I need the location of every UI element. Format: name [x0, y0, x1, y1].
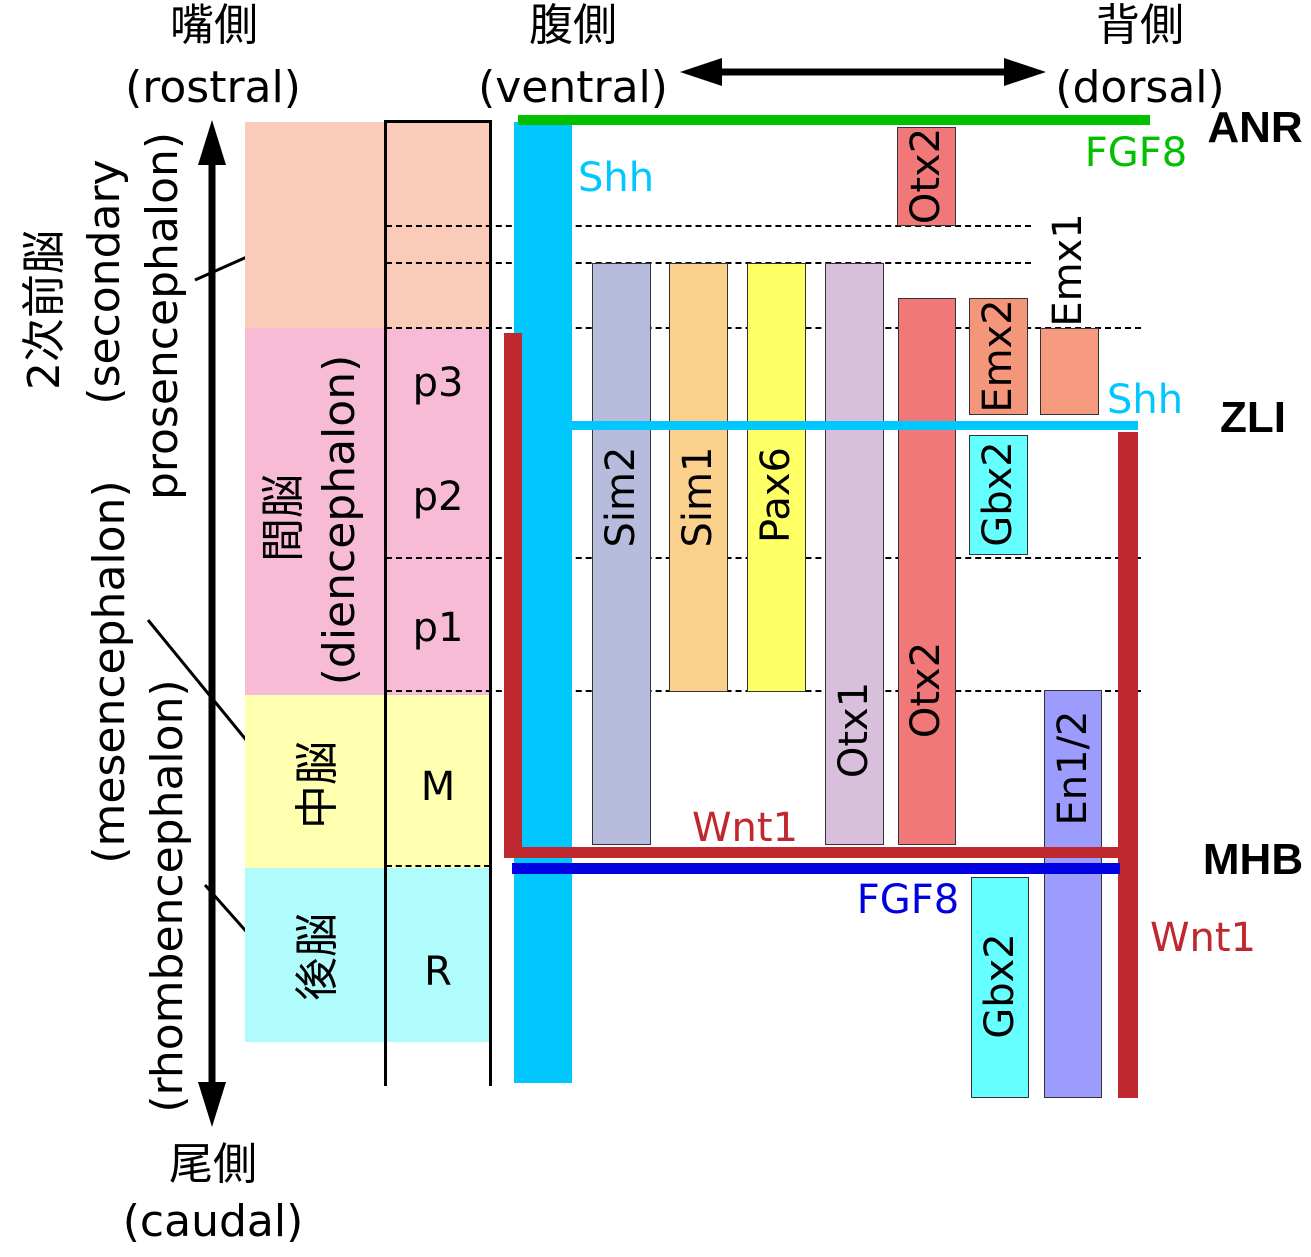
emx2-box — [969, 298, 1028, 415]
wnt1-mhb-line — [504, 847, 1120, 858]
sim1-box — [669, 263, 728, 692]
diencephalon-en-label: (diencephalon) — [314, 354, 365, 686]
emx1-box — [1040, 328, 1099, 415]
secondary-prosencephalon-jp: 2次前脳 — [19, 230, 70, 390]
diencephalon-jp-label: 間脳 — [258, 474, 309, 562]
shh-ventral-bar — [514, 122, 572, 1083]
diencephalon-region — [245, 328, 490, 695]
segment-m: M — [420, 764, 456, 810]
ventral-en-label: (ventral) — [478, 62, 668, 113]
prosencephalon-en-label: prosencephalon) — [137, 131, 188, 501]
rhombencephalon-label: (rhombencephalon) — [142, 679, 193, 1113]
pax6-box — [747, 263, 806, 692]
boundary-dotted-line — [386, 865, 490, 867]
segment-p1: p1 — [412, 605, 464, 651]
hindbrain-jp-label: 後脳 — [292, 913, 343, 1001]
midbrain-region — [245, 695, 490, 868]
otx1-box — [825, 263, 884, 845]
rostrocaudal-double-arrow-icon — [198, 120, 226, 1127]
segment-column-top-border — [384, 120, 492, 123]
emx1-label: Emx1 — [1045, 213, 1091, 327]
pointer-line-mesencephalon — [146, 619, 258, 753]
shh-zli-line — [572, 421, 1138, 430]
segment-p3: p3 — [412, 360, 464, 406]
rostral-en-label: (rostral) — [125, 62, 301, 113]
gbx2-upper-box — [969, 435, 1028, 555]
sim2-box — [592, 263, 651, 845]
wnt1-ventral-bar — [504, 333, 522, 858]
sim1-label: Sim1 — [675, 446, 721, 548]
hindbrain-region — [245, 868, 490, 1042]
zli-label: ZLI — [1220, 393, 1286, 442]
fgf8-mhb-line — [512, 863, 1120, 874]
midbrain-jp-label: 中脳 — [292, 741, 343, 829]
fgf8-anr-line — [518, 115, 1150, 125]
segment-column-right-border — [489, 120, 492, 1086]
rostral-jp-label: 嘴側 — [170, 0, 258, 51]
boundary-dotted-line — [386, 225, 1031, 227]
en12-label: En1/2 — [1050, 710, 1096, 826]
dorsal-jp-label: 背側 — [1096, 0, 1184, 51]
en12-box — [1044, 690, 1102, 1098]
otx2-top-label: Otx2 — [903, 127, 949, 225]
segment-p2: p2 — [412, 474, 464, 520]
wnt1-dorsal-label: Wnt1 — [1149, 915, 1257, 961]
gbx2-lower-box — [971, 877, 1029, 1098]
mhb-label: MHB — [1202, 835, 1304, 884]
anr-label: ANR — [1207, 103, 1303, 152]
segment-column-left-border — [384, 120, 387, 1086]
pax6-label: Pax6 — [753, 447, 799, 543]
otx2-label: Otx2 — [903, 641, 949, 739]
otx1-label: Otx1 — [831, 681, 877, 779]
wnt1-dorsal-bar — [1118, 432, 1138, 1098]
shh-zli-label: Shh — [1106, 377, 1184, 423]
caudal-jp-label: 尾側 — [169, 1139, 257, 1190]
secondary-en-label: (secondary — [79, 159, 130, 405]
shh-ventral-label: Shh — [577, 155, 655, 201]
gbx2-lower-label: Gbx2 — [977, 933, 1023, 1039]
sim2-label: Sim2 — [598, 446, 644, 548]
fgf8-anr-label: FGF8 — [1084, 130, 1188, 176]
dorsal-en-label: (dorsal) — [1055, 62, 1225, 113]
emx2-label: Emx2 — [975, 299, 1021, 413]
fgf8-mhb-label: FGF8 — [856, 877, 960, 923]
gbx2-upper-label: Gbx2 — [975, 441, 1021, 547]
ventral-jp-label: 腹側 — [529, 0, 617, 51]
dorsoventral-double-arrow-icon — [680, 58, 1046, 86]
otx2-box — [898, 298, 956, 845]
caudal-en-label: (caudal) — [122, 1196, 304, 1247]
wnt1-mhb-label: Wnt1 — [691, 805, 799, 851]
mesencephalon-label: (mesencephalon) — [84, 480, 135, 864]
otx2-top-box — [897, 127, 956, 226]
segment-r: R — [424, 949, 452, 995]
